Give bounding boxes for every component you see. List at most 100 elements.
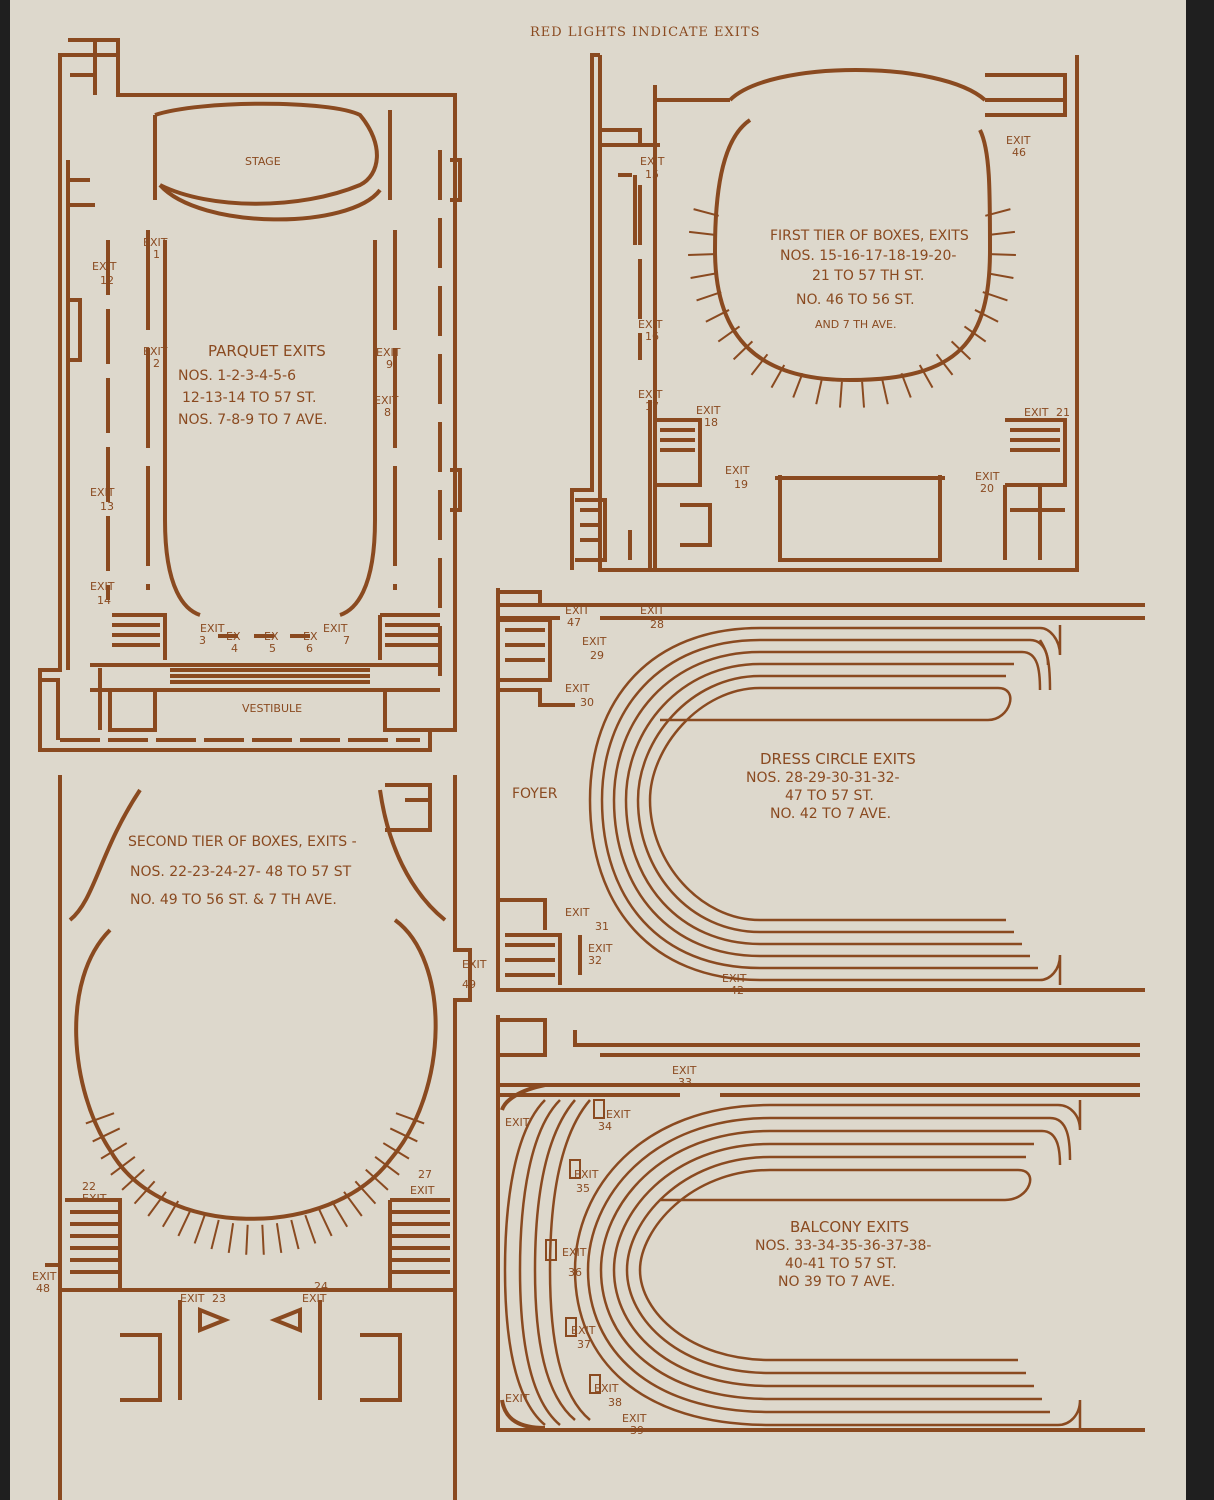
exit-word: EXIT	[622, 1412, 647, 1425]
exit-23-number: 23	[212, 1292, 226, 1305]
exit-24-number: 24	[314, 1280, 328, 1293]
box-partition-line	[261, 1224, 265, 1255]
exit-47-number: 47	[567, 616, 581, 629]
second-tier-labels: SECOND TIER OF BOXES, EXITS - NOS. 22-23…	[32, 834, 487, 1305]
exit-12-number: 12	[100, 274, 114, 287]
exit-30-number: 30	[580, 696, 594, 709]
exit-48-number: 48	[36, 1282, 50, 1295]
exit-word: EXIT	[505, 1392, 530, 1405]
exit-word: EXIT	[725, 464, 750, 477]
exit-word: EXIT	[32, 1270, 57, 1283]
exit-word: EXIT	[582, 635, 607, 648]
exit-21-number: 21	[1056, 406, 1070, 419]
first-tier-plan	[570, 53, 1079, 572]
box-partition-line	[770, 364, 786, 389]
parquet-line-3: NOS. 7-8-9 TO 7 AVE.	[178, 412, 328, 428]
box-partition-line	[85, 1112, 115, 1125]
exit-18-number: 18	[704, 416, 718, 429]
balcony-line-1: NOS. 33-34-35-36-37-38-	[755, 1238, 931, 1254]
first-tier-labels: FIRST TIER OF BOXES, EXITS NOS. 15-16-17…	[638, 134, 1070, 495]
box-partition-line	[389, 1127, 418, 1143]
exit-word: EXIT	[374, 394, 399, 407]
exit-31-number: 31	[595, 920, 609, 933]
exit-5-number: 5	[269, 642, 276, 655]
box-partition-line	[121, 1168, 145, 1191]
second-tier-plan	[45, 775, 472, 1500]
box-partition-line	[696, 291, 722, 302]
exit-38-number: 38	[608, 1396, 622, 1409]
first-tier-line-1: NOS. 15-16-17-18-19-20-	[780, 248, 956, 264]
parquet-line-2: 12-13-14 TO 57 ST.	[182, 390, 317, 406]
dress-circle-line-2: 47 TO 57 ST.	[785, 788, 874, 804]
exit-46-number: 46	[1012, 146, 1026, 159]
box-partition-line	[950, 340, 972, 361]
box-partition-line	[382, 1142, 410, 1160]
exit-28-number: 28	[650, 618, 664, 631]
exit-word: EXIT	[574, 1168, 599, 1181]
box-partition-line	[705, 309, 730, 323]
exit-word: EXIT	[638, 388, 663, 401]
exit-word: EXIT	[638, 318, 663, 331]
exit-word: EXIT	[1024, 406, 1049, 419]
box-partition-line	[227, 1223, 235, 1254]
box-partition-line	[330, 1200, 349, 1228]
box-partition-line	[861, 381, 866, 408]
exit-49-number: 49	[462, 978, 476, 991]
exit-1-number: 1	[153, 248, 160, 261]
exit-word: EXIT	[505, 1116, 530, 1129]
balcony-tiers	[503, 1099, 1082, 1430]
box-partition-line	[987, 272, 1014, 279]
dress-circle-labels: FOYER DRESS CIRCLE EXITS NOS. 28-29-30-3…	[512, 604, 916, 997]
balcony-boxes	[545, 1099, 605, 1394]
exit-word: EXIT	[565, 682, 590, 695]
balcony-labels: BALCONY EXITS NOS. 33-34-35-36-37-38- 40…	[505, 1064, 931, 1437]
exit-word: EXIT	[143, 236, 168, 249]
exit-word: EXIT	[90, 486, 115, 499]
exit-word: EXIT	[376, 346, 401, 359]
box-partition-line	[193, 1214, 206, 1244]
box-partition-line	[374, 1156, 400, 1176]
box-partition-line	[989, 253, 1016, 256]
box-partition-line	[935, 353, 954, 376]
balcony-title: BALCONY EXITS	[790, 1218, 909, 1236]
box-partition-line	[304, 1214, 317, 1244]
parquet-plan	[38, 38, 462, 752]
exit-33-number: 33	[678, 1076, 692, 1089]
box-partition-line	[963, 325, 987, 343]
exit-word: EXIT	[571, 1324, 596, 1337]
box-partition-line	[245, 1224, 249, 1255]
box-partition-line	[210, 1219, 220, 1250]
first-tier-line-3: NO. 46 TO 56 ST.	[796, 292, 915, 308]
exit-word: EXIT	[565, 604, 590, 617]
box-partition-line	[688, 230, 716, 236]
exit-word: EXIT	[975, 470, 1000, 483]
box-partition-line	[343, 1191, 363, 1217]
first-tier-line-2: 21 TO 57 TH ST.	[812, 268, 924, 284]
exit-word: EXIT	[672, 1064, 697, 1077]
balcony-plan	[496, 1015, 1145, 1432]
box-partition-line	[732, 340, 754, 361]
dress-circle-line-3: NO. 42 TO 7 AVE.	[770, 806, 891, 822]
exit-word: EXIT	[200, 622, 225, 635]
exit-word: EXIT	[462, 958, 487, 971]
exit-word: EXIT	[588, 942, 613, 955]
exit-4-number: 4	[231, 642, 238, 655]
exit-7-number: 7	[343, 634, 350, 647]
exit-word: EXIT	[323, 622, 348, 635]
dress-circle-title: DRESS CIRCLE EXITS	[760, 750, 916, 768]
box-partition-line	[161, 1200, 180, 1228]
box-partition-line	[133, 1180, 156, 1205]
box-partition-line	[881, 378, 889, 405]
box-partition-line	[365, 1168, 389, 1191]
exit-35-number: 35	[576, 1182, 590, 1195]
exit-word: EXIT	[1006, 134, 1031, 147]
box-partition-line	[815, 378, 823, 405]
exit-36-number: 36	[568, 1266, 582, 1279]
exit-word: EXIT	[90, 580, 115, 593]
box-partition-line	[792, 372, 804, 398]
ex-word: EX	[264, 630, 279, 643]
parquet-line-1: NOS. 1-2-3-4-5-6	[178, 368, 296, 384]
parquet-labels: STAGE VESTIBULE PARQUET EXITS NOS. 1-2-3…	[90, 155, 401, 715]
exit-word: EXIT	[410, 1184, 435, 1197]
box-partition-line	[147, 1191, 167, 1217]
